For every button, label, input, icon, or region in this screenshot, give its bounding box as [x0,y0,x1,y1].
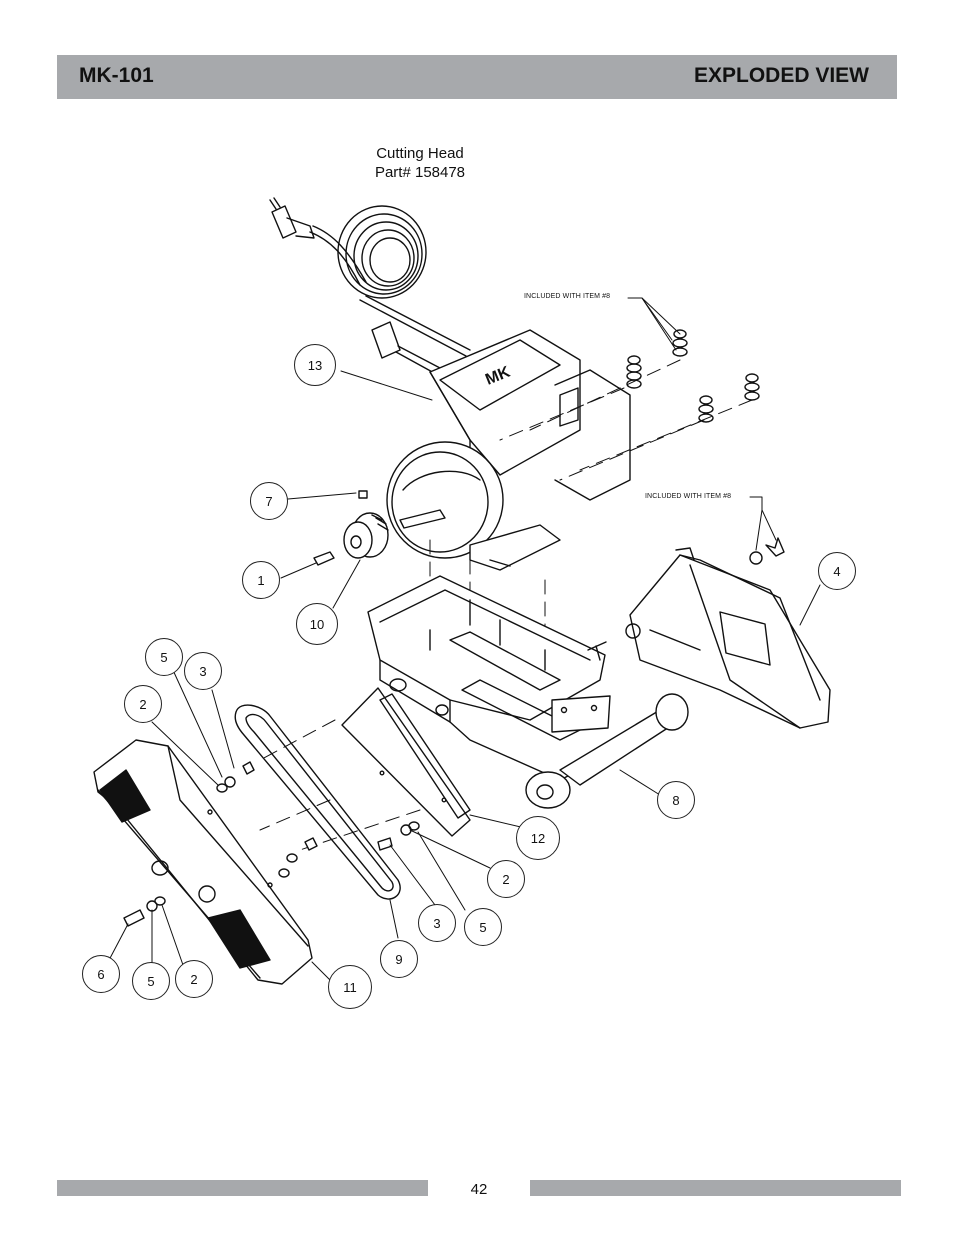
callout-11: 11 [328,965,372,1009]
footer-bar-left [57,1180,428,1196]
caption-line-2: Part# 158478 [374,164,466,181]
belt-cover [93,739,313,985]
power-plug [269,197,315,239]
cord-coil [337,205,427,299]
callout-3-upper: 3 [184,652,222,690]
page-number: 42 [470,1181,488,1198]
drive-belt [234,704,401,900]
callout-4: 4 [818,552,856,590]
callout-8: 8 [657,781,695,819]
callout-13: 13 [294,344,336,386]
included-note-mid: INCLUDED WITH ITEM #8 [645,493,732,500]
guard-washer [749,551,763,565]
set-screw [358,490,368,499]
power-cord [309,231,361,286]
included-note-top: INCLUDED WITH ITEM #8 [524,293,611,300]
motor: MK [386,329,631,571]
caption-line-1: Cutting Head [376,145,464,162]
callout-9: 9 [380,940,418,978]
callout-2-lower: 2 [175,960,213,998]
drive-pulley [343,512,389,559]
page-title: EXPLODED VIEW [693,64,869,87]
callout-10: 10 [296,603,338,645]
callout-5-right: 5 [464,908,502,946]
footer-bar-right [530,1180,901,1196]
callout-5-lower: 5 [132,962,170,1000]
callout-12: 12 [516,816,560,860]
wing-nut [765,537,785,557]
callout-2-right: 2 [487,860,525,898]
assembly-caption: Cutting Head Part# 158478 [340,144,500,182]
guide-plate [341,687,471,837]
hardware-stacks [626,329,760,423]
model-name: MK-101 [79,64,154,87]
callout-6: 6 [82,955,120,993]
callout-2-upper: 2 [124,685,162,723]
callout-5-upper: 5 [145,638,183,676]
callout-1: 1 [242,561,280,599]
callout-3-right: 3 [418,904,456,942]
header-bar: MK-101 EXPLODED VIEW [57,55,897,99]
base-carriage [367,575,689,809]
callout-7: 7 [250,482,288,520]
blade-guard [625,547,831,729]
shaft-key [313,551,335,566]
